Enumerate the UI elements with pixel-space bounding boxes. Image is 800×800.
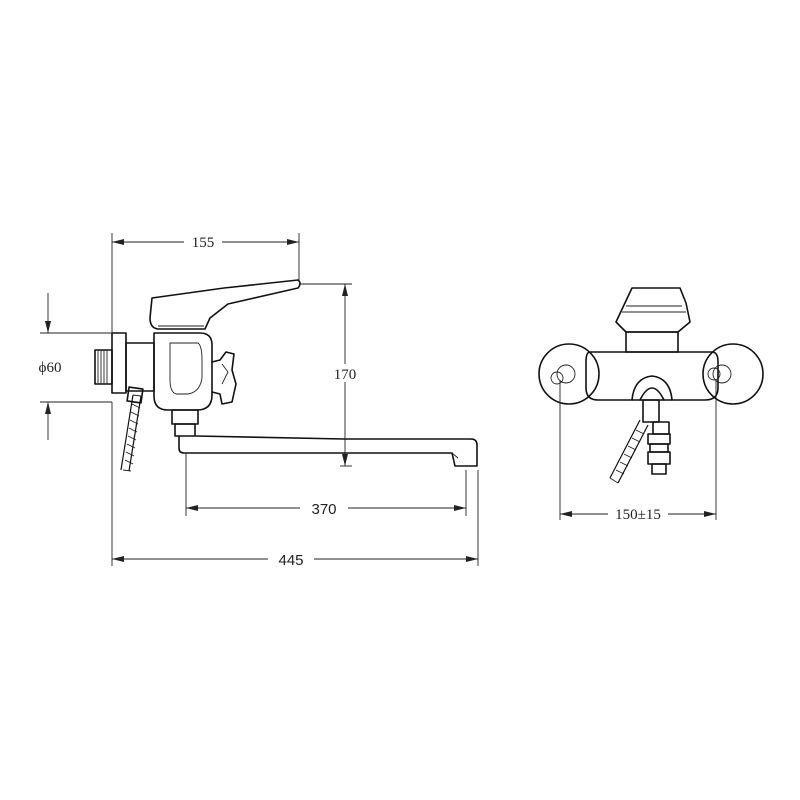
dim-eccentric-spacing: 150±15 — [559, 380, 717, 523]
mixer-body-inner — [169, 342, 203, 395]
dim-overall-length: 445 — [111, 402, 479, 569]
front-outlet — [631, 375, 673, 401]
wall-flange — [111, 332, 127, 394]
dim-pipe-diameter: ϕ60 — [30, 293, 112, 440]
front-lever-handle — [615, 287, 691, 333]
diverter-knob — [211, 351, 237, 405]
front-view: 150±15 — [538, 287, 764, 523]
dim-height: 170 — [300, 283, 363, 467]
dim-pipe-diameter-label: ϕ60 — [39, 360, 62, 376]
left-flange — [538, 343, 600, 405]
eccentric-connector — [125, 342, 155, 392]
front-body — [585, 351, 719, 401]
side-view: 155 ϕ60 170 — [30, 232, 479, 569]
dim-overall-length-label: 445 — [278, 552, 303, 569]
front-shower-hose — [609, 419, 649, 484]
shower-hose — [120, 386, 144, 472]
dim-eccentric-spacing-label: 150±15 — [615, 507, 661, 523]
spout — [178, 435, 478, 467]
dim-spout-length-label: 370 — [311, 501, 336, 518]
dim-height-label: 170 — [334, 367, 357, 383]
dim-spout-length: 370 — [185, 453, 467, 518]
spout-connector-nut — [171, 409, 199, 425]
cartridge-base — [625, 331, 679, 353]
right-flange — [702, 343, 764, 405]
dim-handle-reach: 155 — [111, 232, 300, 333]
lever-handle — [149, 279, 301, 330]
dim-handle-reach-label: 155 — [192, 235, 215, 251]
threaded-connector — [94, 349, 113, 385]
mixer-body — [153, 332, 213, 411]
